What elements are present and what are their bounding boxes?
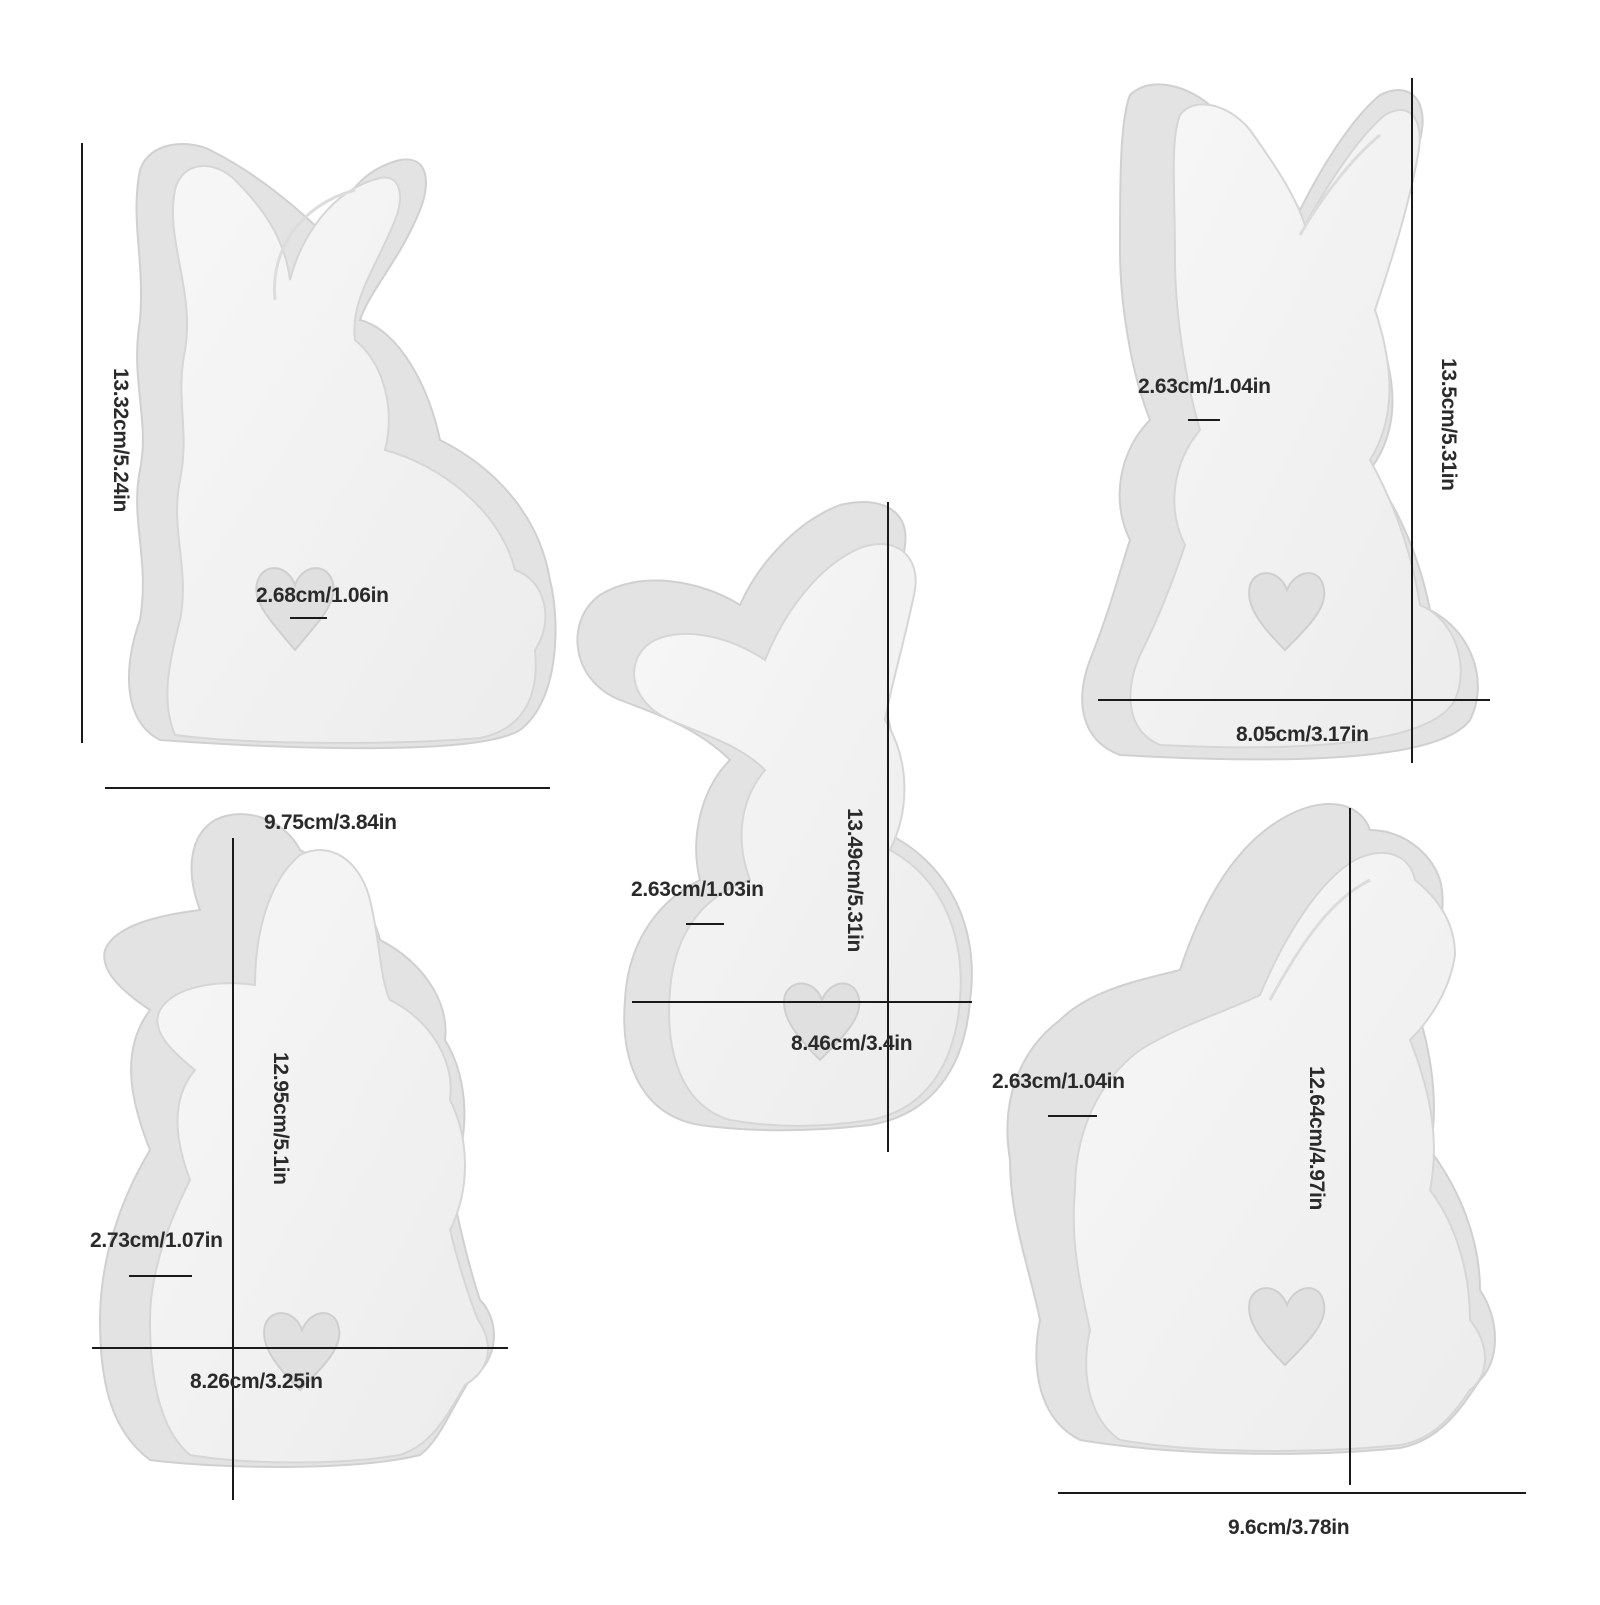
bunny-mold-2 [576,500,973,1132]
mold-5-thickness-label: 2.63cm/1.04in [992,1070,1125,1093]
dimension-lines [81,78,1526,1500]
mold-4-thickness-label: 2.73cm/1.07in [90,1229,223,1252]
mold-3-height-label: 13.5cm/5.31in [1437,358,1460,491]
mold-1-height-label: 13.32cm/5.24in [109,368,132,513]
mold-2-face [633,543,962,1127]
mold-1-thickness-label: 2.68cm/1.06in [256,584,389,607]
bunny-mold-3 [1081,83,1479,761]
mold-2-width-label: 8.46cm/3.4in [791,1032,913,1055]
mold-1-heart-cutout [255,567,335,652]
bunny-mold-5 [1006,803,1496,1455]
bunny-mold-1 [128,143,557,750]
mold-5-height-label: 12.64cm/4.97in [1305,1066,1328,1211]
mold-4-height-label: 12.95cm/5.1in [269,1052,292,1185]
mold-1-face [166,165,547,744]
mold-1-width-label: 9.75cm/3.84in [264,811,397,834]
mold-3-ear-groove [1298,133,1381,236]
mold-4-face [148,849,489,1464]
mold-3-heart-cutout [1248,572,1326,652]
mold-5-face [1072,851,1486,1453]
bunny-mold-4 [98,813,495,1468]
mold-5-ear-groove [1268,878,1371,1001]
mold-3-thickness-label: 2.63cm/1.04in [1138,375,1271,398]
mold-3-width-label: 8.05cm/3.17in [1236,723,1369,746]
mold-3-face [1129,103,1462,749]
mold-2-height-label: 13.49cm/5.31in [843,808,866,953]
mold-2-thickness-label: 2.63cm/1.03in [631,878,764,901]
mold-4-width-label: 8.26cm/3.25in [190,1370,323,1393]
mold-5-width-label: 9.6cm/3.78in [1228,1516,1350,1539]
mold-1-ear-groove [272,188,356,301]
mold-5-heart-cutout [1248,1287,1326,1367]
